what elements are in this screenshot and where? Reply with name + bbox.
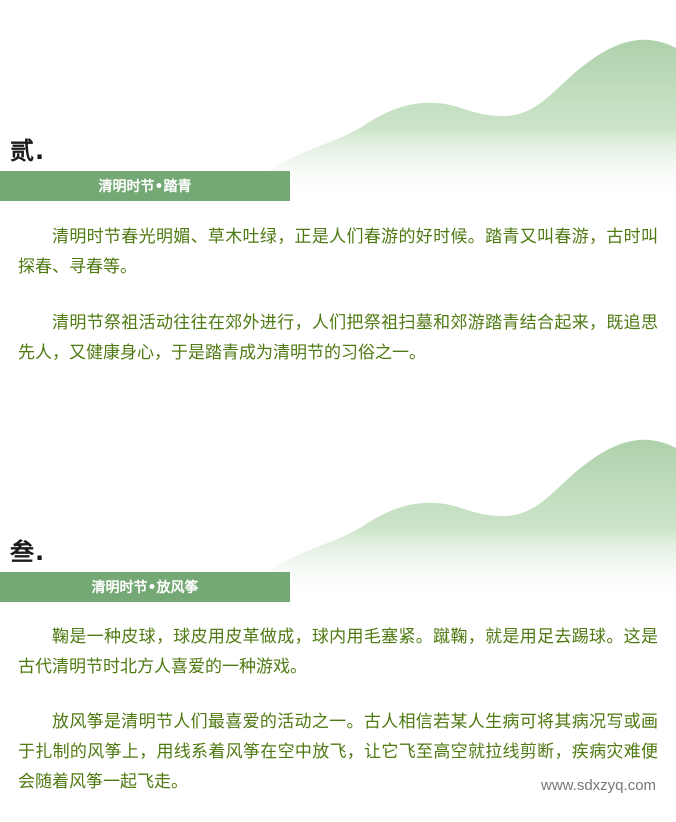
paragraph: 清明节祭祖活动往往在郊外进行，人们把祭祖扫墓和郊游踏青结合起来，既追思先人，又健…	[18, 313, 658, 363]
section-numeral: 叁.	[10, 538, 46, 566]
paragraph: 鞠是一种皮球，球皮用皮革做成，球内用毛塞紧。蹴鞠，就是用足去踢球。这是古代清明节…	[18, 627, 658, 677]
hill-decoration	[270, 20, 676, 200]
section-banner: 清明时节•放风筝	[0, 572, 290, 602]
section-banner: 清明时节•踏青	[0, 171, 290, 201]
paragraph: 放风筝是清明节人们最喜爱的活动之一。古人相信若某人生病可将其病况写或画于扎制的风…	[18, 712, 658, 792]
hill-decoration	[270, 420, 676, 600]
watermark: www.sdxzyq.com	[541, 777, 657, 794]
paragraph: 清明时节春光明媚、草木吐绿，正是人们春游的好时候。踏青又叫春游，古时叫探春、寻春…	[18, 227, 658, 277]
section-numeral: 贰.	[10, 137, 46, 165]
